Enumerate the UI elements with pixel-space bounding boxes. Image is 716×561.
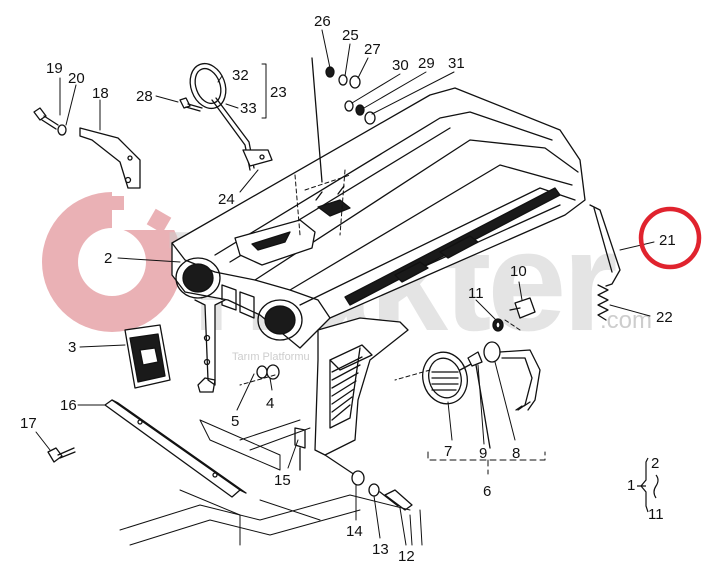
leader-lines bbox=[35, 29, 655, 546]
callout-3: 3 bbox=[68, 339, 76, 356]
assembly-guide-lines bbox=[239, 169, 521, 386]
assembly-label: 1 bbox=[627, 477, 635, 494]
bolt-part-17 bbox=[47, 447, 76, 463]
assembly-top: 2 bbox=[651, 455, 659, 472]
callout-2: 2 bbox=[104, 250, 112, 267]
callout-13: 13 bbox=[372, 541, 389, 558]
bolt-part-28 bbox=[179, 97, 203, 112]
callout-30: 30 bbox=[392, 57, 409, 74]
callout-27: 27 bbox=[364, 41, 381, 58]
callout-33: 33 bbox=[240, 100, 257, 117]
watermark-subtext: Tarım Platformu bbox=[232, 351, 310, 363]
callout-12: 12 bbox=[398, 548, 415, 561]
assembly-bottom: 11 bbox=[648, 506, 664, 523]
callout-5: 5 bbox=[231, 413, 239, 430]
mirror-assembly bbox=[189, 62, 273, 171]
fastener-parts-14-13-12 bbox=[324, 454, 413, 511]
bolt-part-9 bbox=[467, 351, 491, 449]
callout-10: 10 bbox=[510, 263, 527, 280]
watermark-domain: .com bbox=[600, 307, 652, 334]
callout-9: 9 bbox=[479, 445, 487, 462]
callout-17: 17 bbox=[20, 415, 37, 432]
callout-16: 16 bbox=[60, 397, 77, 414]
callout-23: 23 bbox=[270, 84, 287, 101]
callout-labels: 19 20 18 28 32 33 23 26 25 27 30 29 31 2… bbox=[20, 13, 673, 561]
callout-28: 28 bbox=[136, 88, 153, 105]
group-bracket-6 bbox=[427, 451, 546, 475]
bolt-part-10 bbox=[509, 297, 536, 319]
callout-8: 8 bbox=[512, 445, 520, 462]
badge-plate-part-3 bbox=[124, 324, 171, 389]
bolt-part-19 bbox=[33, 107, 59, 130]
callout-26: 26 bbox=[314, 13, 331, 30]
callout-29: 29 bbox=[418, 55, 435, 72]
washer-part-11 bbox=[492, 318, 504, 332]
callout-20: 20 bbox=[68, 70, 85, 87]
clip-part-15 bbox=[294, 427, 306, 471]
callout-21: 21 bbox=[659, 232, 676, 249]
spring-part-22 bbox=[597, 284, 609, 321]
bracket-part-18 bbox=[79, 127, 141, 189]
callout-6: 6 bbox=[483, 483, 491, 500]
watermark-gear-icon bbox=[42, 190, 192, 332]
highlight-marker: 21 bbox=[638, 206, 702, 270]
prop-rod-part-21 bbox=[589, 204, 621, 287]
callout-25: 25 bbox=[342, 27, 359, 44]
callout-22: 22 bbox=[656, 309, 673, 326]
callout-32: 32 bbox=[232, 67, 249, 84]
callout-19: 19 bbox=[46, 60, 63, 77]
chassis-outline bbox=[119, 419, 423, 546]
callout-11: 11 bbox=[468, 285, 484, 302]
fastener-stack bbox=[311, 57, 376, 183]
wire-part-8 bbox=[483, 341, 541, 411]
callout-4: 4 bbox=[266, 395, 274, 412]
callout-14: 14 bbox=[346, 523, 363, 540]
washer-part-20 bbox=[57, 124, 67, 136]
callout-18: 18 bbox=[92, 85, 109, 102]
hood-body bbox=[171, 87, 586, 349]
callout-7: 7 bbox=[444, 443, 452, 460]
front-bracket bbox=[194, 299, 226, 393]
support-strip-part-16 bbox=[104, 399, 247, 498]
callout-24: 24 bbox=[218, 191, 235, 208]
assembly-brace bbox=[637, 457, 649, 513]
washer-part-5 bbox=[256, 365, 268, 379]
callout-31: 31 bbox=[448, 55, 465, 72]
assembly-bracket: 1 2 11 bbox=[627, 455, 664, 523]
highlight-circle bbox=[638, 206, 702, 270]
assembly-tilde bbox=[653, 474, 659, 499]
side-panel bbox=[314, 317, 409, 456]
nut-part-4 bbox=[266, 364, 280, 380]
callout-15: 15 bbox=[274, 472, 291, 489]
